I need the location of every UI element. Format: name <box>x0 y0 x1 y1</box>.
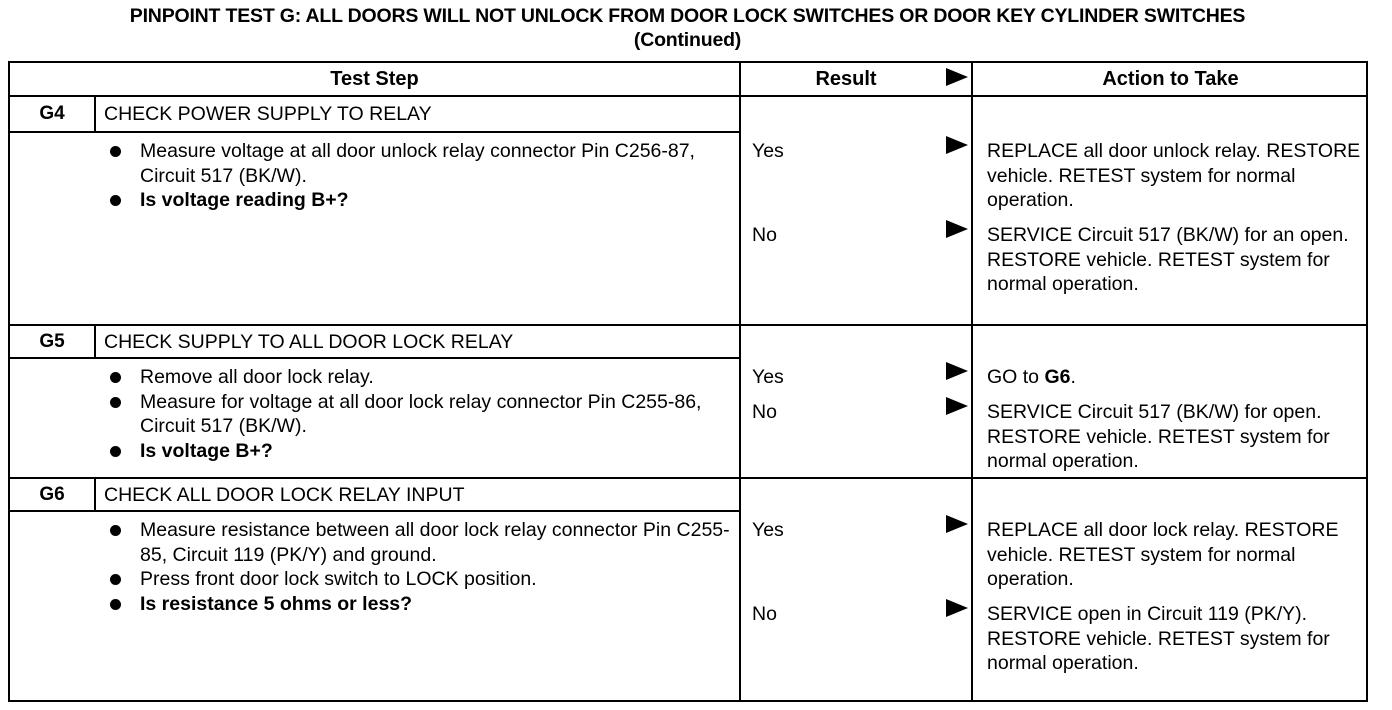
step-id-divider <box>94 479 96 510</box>
row-divider <box>10 324 1366 326</box>
column-divider-result <box>739 63 741 700</box>
step-id: G4 <box>39 103 65 124</box>
result-no: No <box>752 603 777 625</box>
result-yes: Yes <box>752 140 784 162</box>
action-prefix: GO to <box>987 366 1045 388</box>
action-text: SERVICE Circuit 517 (BK/W) for an open. … <box>987 224 1349 295</box>
action-text: REPLACE all door lock relay. RESTORE veh… <box>987 519 1339 590</box>
title-line-1: PINPOINT TEST G: ALL DOORS WILL NOT UNLO… <box>129 5 1246 27</box>
header-arrow-icon <box>946 68 968 86</box>
instruction-question: Is voltage reading B+? <box>106 188 736 213</box>
arrow-icon <box>946 599 968 617</box>
column-divider-action <box>971 63 973 700</box>
pinpoint-test-table: Test Step Result Action to Take G4 CHECK… <box>8 61 1368 702</box>
instruction-item: Remove all door lock relay. <box>106 365 736 390</box>
page-title: PINPOINT TEST G: ALL DOORS WILL NOT UNLO… <box>0 4 1375 52</box>
arrow-icon <box>946 136 968 154</box>
step-id: G5 <box>39 331 65 352</box>
result-no: No <box>752 401 777 423</box>
header-action: Action to Take <box>1102 68 1239 90</box>
instruction-question: Is voltage B+? <box>106 439 736 464</box>
arrow-icon <box>946 362 968 380</box>
step-title-divider <box>10 357 739 359</box>
header-divider <box>10 95 1366 97</box>
result-yes: Yes <box>752 519 784 541</box>
arrow-icon <box>946 515 968 533</box>
step-title: CHECK ALL DOOR LOCK RELAY INPUT <box>104 484 465 506</box>
action-step-ref: G6 <box>1044 366 1071 388</box>
header-test-step: Test Step <box>330 68 419 90</box>
instruction-item: Press front door lock switch to LOCK pos… <box>106 567 736 592</box>
title-line-2: (Continued) <box>633 29 742 51</box>
action-text: SERVICE Circuit 517 (BK/W) for open. RES… <box>987 401 1330 472</box>
step-title: CHECK POWER SUPPLY TO RELAY <box>104 103 432 125</box>
instruction-item: Measure resistance between all door lock… <box>106 518 736 567</box>
step-id-divider <box>94 326 96 357</box>
instruction-item: Measure voltage at all door unlock relay… <box>106 139 736 188</box>
result-yes: Yes <box>752 366 784 388</box>
step-instructions: Remove all door lock relay. Measure for … <box>106 365 736 463</box>
step-id: G6 <box>39 484 65 505</box>
action-text: REPLACE all door unlock relay. RESTORE v… <box>987 140 1361 211</box>
header-result: Result <box>815 68 877 90</box>
step-instructions: Measure resistance between all door lock… <box>106 518 736 616</box>
action-text: GO to G6. <box>987 365 1362 390</box>
instruction-question: Is resistance 5 ohms or less? <box>106 592 736 617</box>
row-divider <box>10 477 1366 479</box>
step-title-divider <box>10 510 739 512</box>
action-suffix: . <box>1070 366 1076 388</box>
step-id-divider <box>94 97 96 131</box>
step-instructions: Measure voltage at all door unlock relay… <box>106 139 736 213</box>
instruction-item: Measure for voltage at all door lock rel… <box>106 390 736 439</box>
action-text: SERVICE open in Circuit 119 (PK/Y). REST… <box>987 603 1330 674</box>
arrow-icon <box>946 397 968 415</box>
step-title-divider <box>10 131 739 133</box>
arrow-icon <box>946 220 968 238</box>
step-title: CHECK SUPPLY TO ALL DOOR LOCK RELAY <box>104 331 514 353</box>
result-no: No <box>752 224 777 246</box>
